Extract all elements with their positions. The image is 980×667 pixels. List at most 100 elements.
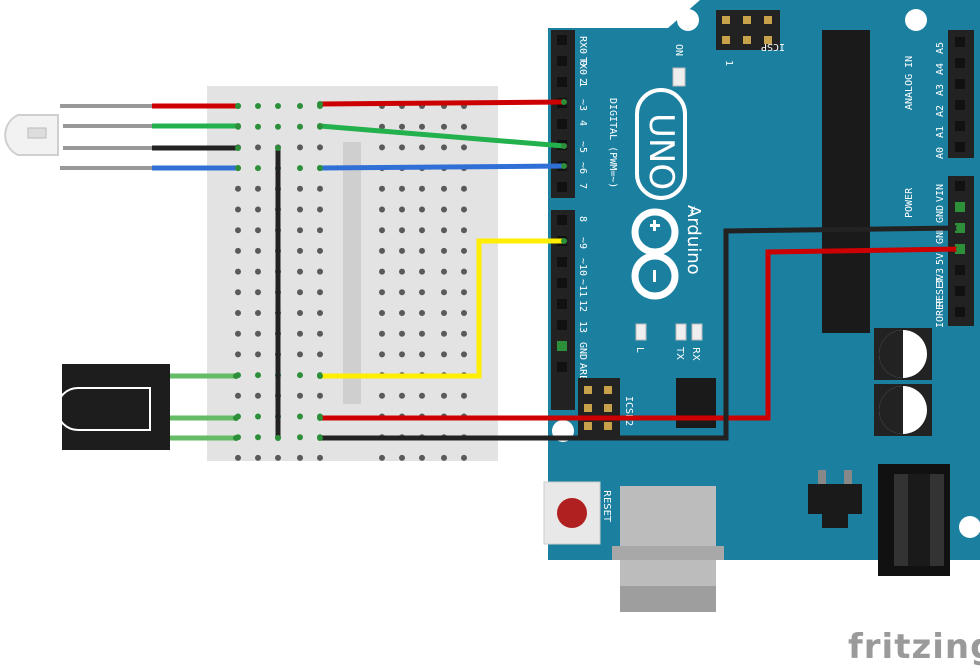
rx-led-label: RX	[690, 347, 701, 361]
breadboard-hole	[317, 247, 323, 254]
breadboard-hole	[441, 289, 447, 296]
analog-socket	[955, 58, 965, 68]
breadboard-hole	[419, 268, 425, 275]
wire-endpoint	[275, 435, 281, 441]
breadboard-hole	[255, 289, 261, 296]
analog-socket	[955, 37, 965, 47]
power-pin-label: 3V3	[935, 268, 946, 286]
icsp2-label: ICSP2	[623, 396, 634, 426]
breadboard-hole	[297, 392, 303, 399]
breadboard-hole	[235, 247, 241, 254]
breadboard-hole	[297, 103, 303, 109]
digital-pin-label: ~5	[577, 141, 588, 153]
digital-pin-label: ~11	[577, 279, 588, 297]
breadboard-hole	[441, 206, 447, 213]
breadboard-hole	[379, 310, 385, 316]
wire-endpoint	[561, 99, 567, 105]
digital-pin-label: GND	[577, 342, 588, 360]
wire-red-5v	[320, 246, 960, 421]
tx-led	[675, 323, 687, 341]
breadboard-hole	[235, 185, 241, 192]
breadboard-hole	[441, 392, 447, 399]
breadboard-hole	[297, 165, 303, 172]
analog-pin-label: A3	[935, 84, 946, 96]
on-label: ON	[673, 44, 684, 56]
icsp2-pins	[584, 386, 612, 430]
usb-connector	[612, 486, 724, 612]
wire-endpoint	[561, 163, 567, 169]
breadboard	[207, 86, 498, 461]
breadboard-hole	[399, 123, 405, 130]
wire-endpoint	[317, 165, 323, 171]
wire-black-gnd	[320, 225, 960, 441]
breadboard-hole	[441, 351, 447, 358]
breadboard-hole	[255, 392, 261, 399]
wire-endpoint	[561, 143, 567, 149]
breadboard-hole	[317, 206, 323, 213]
arduino-logo-top-ring	[631, 208, 679, 256]
icsp-label: ICSP	[761, 41, 785, 52]
breadboard-hole	[441, 247, 447, 254]
breadboard-hole	[419, 227, 425, 234]
breadboard-hole	[235, 227, 241, 234]
ir-receiver-body	[62, 364, 170, 450]
arduino-brand-text: Arduino	[683, 205, 704, 275]
breadboard-hole	[399, 247, 405, 254]
mounting-hole	[677, 9, 699, 31]
mounting-hole	[905, 9, 927, 31]
breadboard-hole	[399, 227, 405, 234]
breadboard-hole	[419, 351, 425, 358]
wire-endpoint	[235, 145, 241, 151]
analog-socket	[955, 142, 965, 152]
power-socket	[955, 181, 965, 191]
breadboard-hole	[275, 123, 281, 130]
analog-pin-label: A1	[935, 126, 946, 138]
wire-endpoint	[235, 123, 241, 129]
breadboard-hole	[255, 206, 261, 213]
digital-socket	[557, 77, 567, 87]
breadboard-hole	[399, 268, 405, 275]
breadboard-hole	[297, 351, 303, 358]
breadboard-hole	[317, 185, 323, 192]
breadboard-hole	[379, 330, 385, 337]
analog-pin-label: A0	[935, 147, 946, 159]
digital-pin-label: 2	[577, 78, 588, 84]
wire-endpoint	[233, 373, 239, 379]
analog-pin-label: A5	[935, 42, 946, 54]
breadboard-hole	[461, 392, 467, 399]
capacitor	[874, 384, 932, 436]
breadboard-hole	[297, 330, 303, 337]
breadboard-hole	[317, 268, 323, 275]
breadboard-hole	[419, 310, 425, 316]
atmega-chip	[822, 30, 870, 333]
breadboard-hole	[379, 144, 385, 151]
breadboard-hole	[255, 165, 261, 172]
l-led	[635, 323, 647, 341]
digital-socket	[557, 320, 567, 330]
breadboard-hole	[441, 227, 447, 234]
breadboard-hole	[317, 454, 323, 461]
breadboard-hole	[461, 351, 467, 358]
breadboard-hole	[275, 454, 281, 461]
digital-socket	[557, 299, 567, 309]
digital-pin-label: ~3	[577, 99, 588, 111]
breadboard-hole	[235, 206, 241, 213]
breadboard-hole	[461, 289, 467, 296]
rx-led	[691, 323, 703, 341]
breadboard-hole	[441, 144, 447, 151]
breadboard-hole	[379, 268, 385, 275]
breadboard-hole	[399, 206, 405, 213]
breadboard-hole	[255, 144, 261, 151]
breadboard-hole	[317, 392, 323, 399]
wire-endpoint	[317, 123, 323, 129]
breadboard-hole	[297, 123, 303, 130]
breadboard-hole	[419, 289, 425, 296]
reset-button[interactable]	[543, 481, 601, 545]
wire-endpoint	[561, 238, 567, 244]
breadboard-hole	[317, 351, 323, 358]
breadboard-hole	[399, 330, 405, 337]
breadboard-hole	[419, 454, 425, 461]
l-led-label: L	[634, 347, 645, 353]
